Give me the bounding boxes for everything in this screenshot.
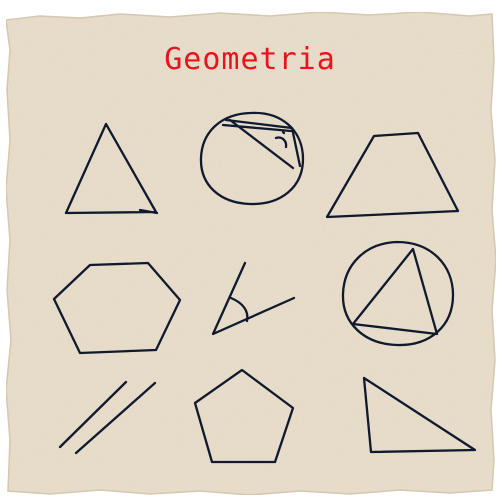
angle-drawing — [211, 261, 296, 336]
triangle-drawing — [64, 122, 159, 215]
sheet-title: Geometria — [164, 42, 336, 77]
pentagon-drawing — [193, 368, 295, 464]
right-triangle-drawing — [362, 376, 477, 454]
trapezoid-drawing — [325, 131, 460, 219]
circle-inscribed-right-angle-drawing — [199, 111, 305, 206]
paper-sheet — [5, 11, 497, 496]
hexagon-drawing — [52, 261, 182, 355]
circle-inscribed-triangle-drawing — [341, 240, 455, 347]
parallel-lines-drawing — [58, 380, 157, 455]
